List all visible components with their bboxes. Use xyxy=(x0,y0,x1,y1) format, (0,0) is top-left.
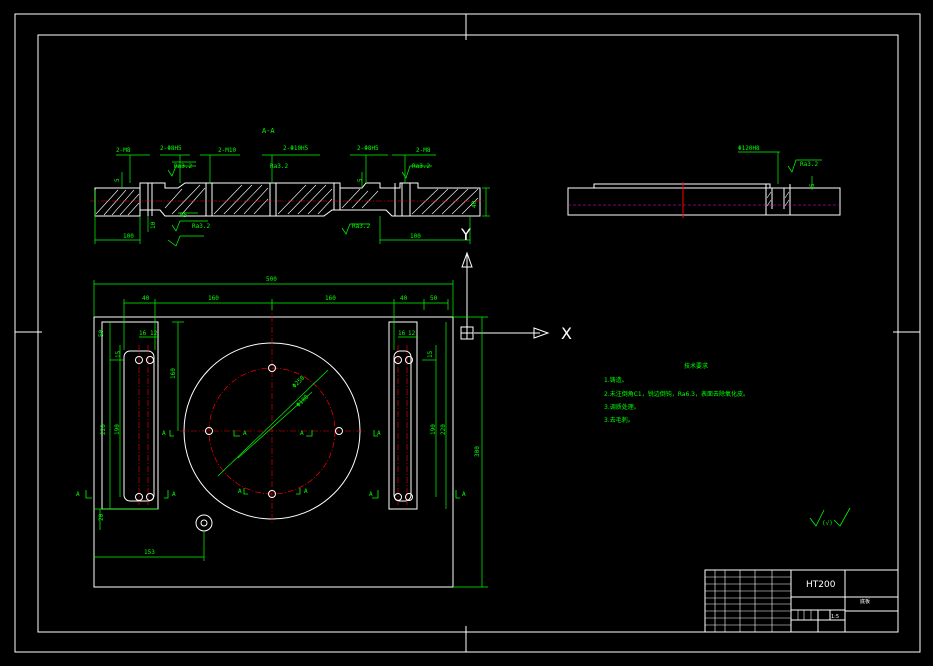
side-depth: 5 xyxy=(809,183,816,187)
dim-40-left: 40 xyxy=(142,295,150,302)
dim-190-left: 190 xyxy=(114,424,121,435)
section-mark-3: A xyxy=(369,491,373,498)
axis-y-label: Y xyxy=(460,225,471,244)
section-mark-9: A xyxy=(238,488,242,495)
side-roughness: Ra3.2 xyxy=(800,161,818,168)
dim-radius: R5 xyxy=(180,212,188,219)
callout-m10: 2-M10 xyxy=(218,147,236,154)
section-mark-8: A xyxy=(377,430,381,437)
roughness-5: Ra3.2 xyxy=(352,223,370,230)
dim-overall-width: 500 xyxy=(266,276,277,283)
dim-160-b: 160 xyxy=(325,295,336,302)
callout-m8-left: 2-M8 xyxy=(116,147,131,154)
dim-20: 20 xyxy=(98,513,105,521)
ucs-icon: Y X xyxy=(460,225,572,343)
section-mark-10: A xyxy=(304,488,308,495)
tech-notes: 技术要求 1.铸造。 2.未注倒角C1，锐边倒钝，Ra6.3，表面去除氧化皮。 … xyxy=(604,362,749,424)
section-mark-4: A xyxy=(462,491,466,498)
tech-note-2: 2.未注倒角C1，锐边倒钝，Ra6.3，表面去除氧化皮。 xyxy=(604,390,749,398)
plan-view: A A A A A A A A A A 500 40 160 160 40 50… xyxy=(76,276,488,588)
dim-left-len: 100 xyxy=(123,233,134,240)
roughness-3: Ra3.2 xyxy=(412,163,430,170)
roughness-1: Ra3.2 xyxy=(174,163,192,170)
dim-300: 300 xyxy=(474,446,481,457)
dim-thickness: 40 xyxy=(471,200,478,208)
dim-15-left: 15 xyxy=(115,350,122,358)
section-mark-2: A xyxy=(172,491,176,498)
dim-12-right: 12 xyxy=(408,330,416,337)
dim-153: 153 xyxy=(144,549,155,556)
callout-dowel-left: 2-Φ8H5 xyxy=(160,145,182,152)
title-block: HT200 底板 1:5 xyxy=(704,569,899,633)
tech-note-4: 3.去毛刺。 xyxy=(604,416,634,424)
dim-220-left: 220 xyxy=(100,424,107,435)
dim-160-a: 160 xyxy=(208,295,219,302)
tech-note-3: 3.调质处理。 xyxy=(604,403,640,411)
side-view: Φ120H8 Ra3.2 5 xyxy=(567,145,841,218)
tech-note-1: 1.铸造。 xyxy=(604,376,628,384)
drawing-frame xyxy=(14,13,921,653)
dim-12-left: 12 xyxy=(150,330,158,337)
dim-50-left: 50 xyxy=(98,329,105,337)
dim-depth-right: 5 xyxy=(357,178,364,182)
dim-small: 10 xyxy=(150,221,157,229)
dim-40-right: 40 xyxy=(400,295,408,302)
section-title: A-A xyxy=(262,127,275,135)
callout-m8-right: 2-M8 xyxy=(416,147,431,154)
dim-50-right: 50 xyxy=(430,295,438,302)
section-mark-6: A xyxy=(243,430,247,437)
general-roughness-symbol: (√) xyxy=(809,507,851,527)
dim-right-len: 100 xyxy=(410,233,421,240)
section-view: A-A xyxy=(90,127,490,247)
roughness-symbol-text: (√) xyxy=(822,520,833,527)
dim-depth: 5 xyxy=(114,178,121,182)
section-mark-1: A xyxy=(76,491,80,498)
roughness-4: Ra3.2 xyxy=(192,223,210,230)
callout-dowel-right: 2-Φ8H5 xyxy=(357,145,379,152)
dim-190-right: 190 xyxy=(430,424,437,435)
dim-16-left: 16 xyxy=(139,330,147,337)
roughness-2: Ra3.2 xyxy=(270,163,288,170)
callout-dowel-center: 2-Φ10H5 xyxy=(283,145,309,152)
dim-16-right: 16 xyxy=(398,330,406,337)
side-callout: Φ120H8 xyxy=(738,145,760,152)
scale: 1:5 xyxy=(831,614,839,620)
dim-160-vertical: 160 xyxy=(170,368,177,379)
part-name: 底板 xyxy=(860,598,870,605)
dim-220-right: 220 xyxy=(440,424,447,435)
section-mark-5: A xyxy=(162,430,166,437)
dim-15-right: 15 xyxy=(427,350,434,358)
tech-notes-title: 技术要求 xyxy=(684,362,708,370)
axis-x-label: X xyxy=(561,324,572,343)
section-mark-7: A xyxy=(300,430,304,437)
material: HT200 xyxy=(806,580,836,590)
